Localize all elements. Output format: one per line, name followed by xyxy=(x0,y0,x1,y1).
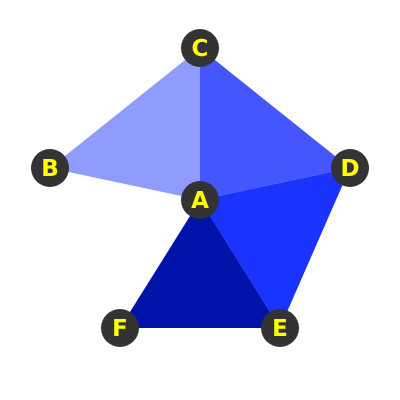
node-label: F xyxy=(112,316,128,342)
node-circle xyxy=(331,149,369,187)
node-f: F xyxy=(101,309,139,347)
node-circle xyxy=(181,181,219,219)
face-ade xyxy=(200,168,350,328)
face-aef xyxy=(120,200,280,328)
node-label: A xyxy=(191,188,209,214)
node-a: A xyxy=(181,181,219,219)
face-acd xyxy=(200,48,350,200)
node-label: C xyxy=(192,36,209,62)
node-circle xyxy=(31,149,69,187)
node-c: C xyxy=(181,29,219,67)
node-circle xyxy=(101,309,139,347)
node-label: D xyxy=(340,156,359,182)
node-label: E xyxy=(272,316,288,342)
node-circle xyxy=(261,309,299,347)
node-d: D xyxy=(331,149,369,187)
node-label: B xyxy=(41,156,59,182)
node-circle xyxy=(181,29,219,67)
face-abc xyxy=(50,48,200,200)
nodes-layer: A B C D E F xyxy=(31,29,369,347)
faces-layer xyxy=(50,48,350,328)
node-b: B xyxy=(31,149,69,187)
node-e: E xyxy=(261,309,299,347)
